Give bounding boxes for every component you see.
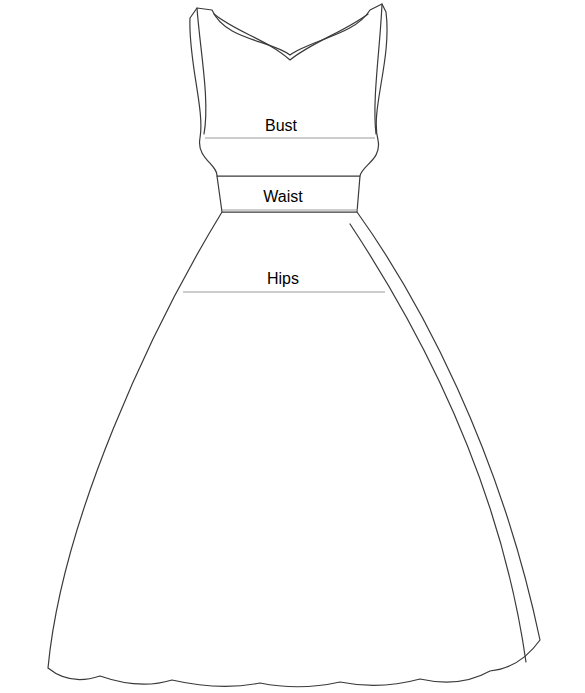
hips-line <box>183 292 385 293</box>
waist-label: Waist <box>263 188 302 206</box>
neckline-inner <box>214 14 368 60</box>
armhole-right <box>375 4 382 134</box>
waist-line <box>222 210 358 211</box>
skirt-outline <box>48 212 540 687</box>
hips-label: Hips <box>267 270 299 288</box>
armhole-left <box>197 8 206 134</box>
bust-label: Bust <box>265 117 297 135</box>
skirt-fold <box>350 224 526 662</box>
waistband <box>217 176 360 212</box>
bust-line <box>205 138 375 139</box>
bodice-outline <box>190 4 387 176</box>
